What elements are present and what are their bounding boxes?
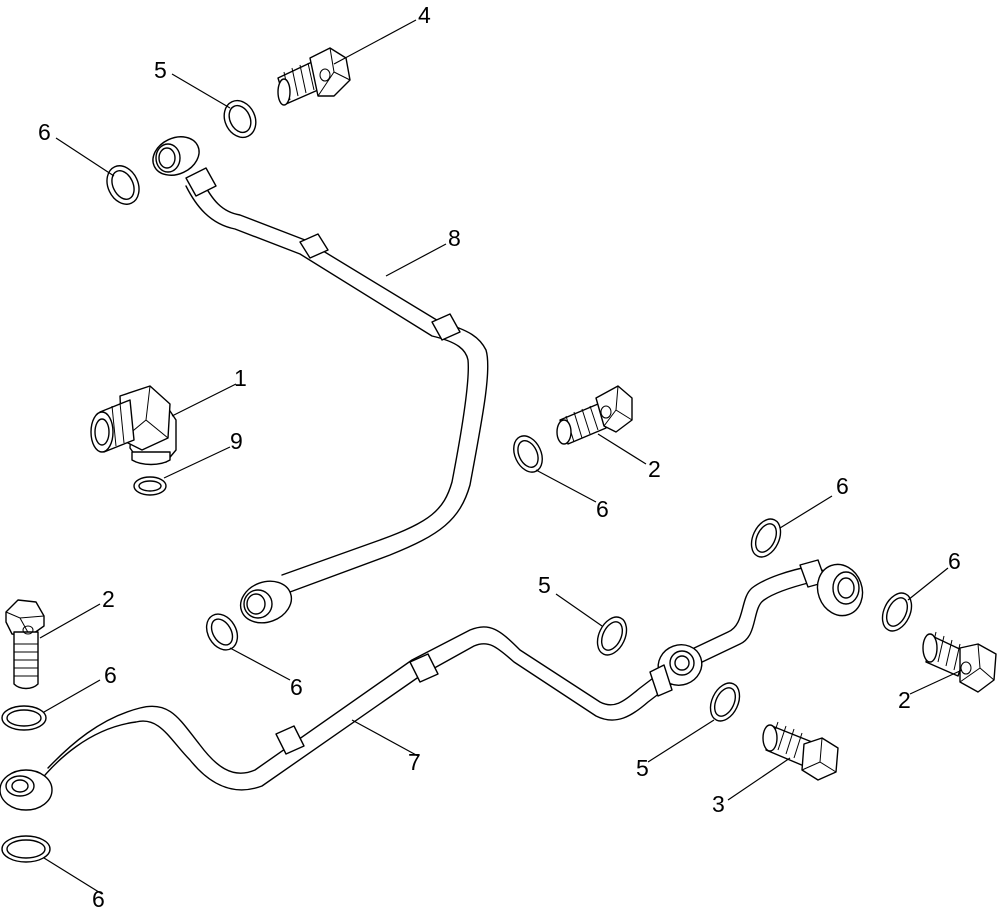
callout-2: 2 xyxy=(648,456,661,482)
banjo-bolt-2-middle xyxy=(556,385,633,445)
callout-6: 6 xyxy=(38,119,51,145)
elbow-fitting-1 xyxy=(90,385,177,466)
banjo-bolt-4 xyxy=(277,47,351,106)
washer-6-far-right xyxy=(881,592,913,632)
callout-2: 2 xyxy=(102,586,115,612)
callout-9: 9 xyxy=(230,428,243,454)
callout-8: 8 xyxy=(448,225,461,251)
callout-5: 5 xyxy=(538,572,551,598)
callout-6: 6 xyxy=(836,473,849,499)
callout-2: 2 xyxy=(898,687,911,713)
washer-6-right-top xyxy=(750,518,782,558)
callout-1: 1 xyxy=(234,365,247,391)
bolt-3 xyxy=(762,721,839,781)
callout-3: 3 xyxy=(712,791,725,817)
tube-8 xyxy=(152,136,489,624)
banjo-bolt-2-right xyxy=(922,631,997,693)
washer-5-top xyxy=(223,99,257,139)
callout-6: 6 xyxy=(948,548,961,574)
washer-5-lower xyxy=(709,682,741,722)
banjo-bolt-2-left xyxy=(5,599,45,690)
washers xyxy=(1,99,913,863)
callout-6: 6 xyxy=(596,496,609,522)
tube-7 xyxy=(0,559,864,811)
callout-5: 5 xyxy=(154,57,167,83)
washer-5-middle xyxy=(596,616,628,656)
leader-lines xyxy=(39,19,963,895)
callout-6: 6 xyxy=(290,674,303,700)
washer-6-mid-bottom xyxy=(205,613,239,651)
washer-9 xyxy=(133,476,167,496)
callout-6: 6 xyxy=(92,886,105,912)
callout-labels: 4 5 6 8 1 9 2 6 6 6 7 5 2 6 6 6 2 5 3 xyxy=(38,2,961,912)
callout-4: 4 xyxy=(418,2,431,28)
callout-7: 7 xyxy=(408,749,421,775)
callout-5: 5 xyxy=(636,755,649,781)
callout-6: 6 xyxy=(104,662,117,688)
washer-6-middle xyxy=(513,435,543,473)
washer-6-top xyxy=(106,165,140,205)
